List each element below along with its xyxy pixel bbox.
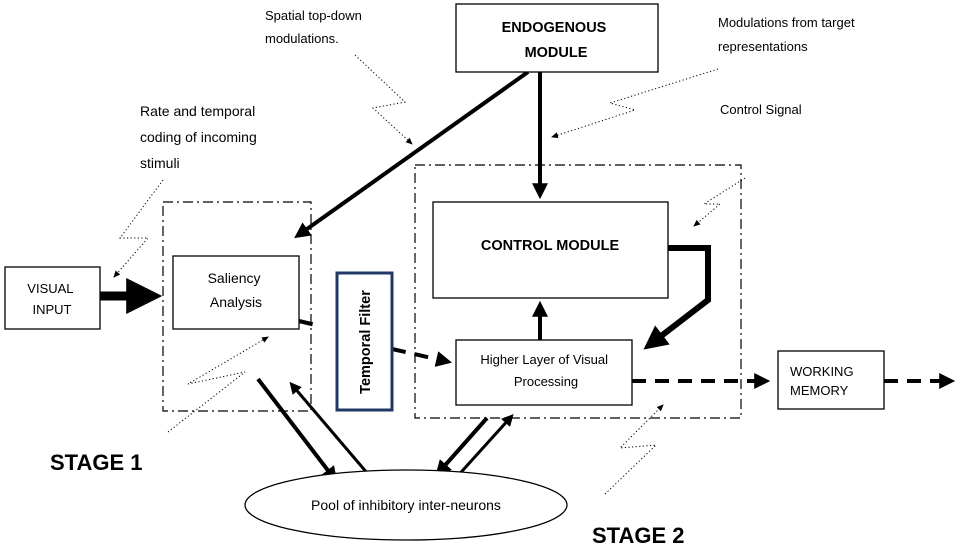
saliency-to-pool-arrow: [256, 377, 338, 483]
spatial-annotation: Spatial top-down modulations.: [265, 8, 365, 46]
inhibitory-pool-ellipse: [244, 469, 568, 541]
stage1-pointer: [167, 336, 269, 433]
saliency-analysis-box: [172, 255, 300, 330]
inhibitory-pool-label: Pool of inhibitory inter-neurons: [311, 497, 501, 513]
spatial-pointer: [354, 54, 413, 145]
filter-to-higher-arrow: [391, 347, 453, 367]
visual-input-label: VISUAL INPUT: [27, 281, 76, 317]
stage2-label: STAGE 2: [592, 523, 685, 548]
control-signal-pointer: [693, 177, 746, 227]
saliency-to-filter-line: [298, 319, 321, 328]
temporal-filter-box: [335, 271, 394, 412]
endogenous-to-saliency-arrow: [294, 70, 530, 239]
control-module-label: CONTROL MODULE: [481, 238, 620, 254]
rate-pointer: [113, 179, 164, 278]
control-feedback-arrow: [643, 245, 711, 350]
endogenous-module-label: ENDOGENOUS MODULE: [502, 20, 611, 61]
stage2-pointer: [604, 404, 664, 495]
higher-to-pool-arrow: [435, 416, 489, 477]
control-module-box: [432, 201, 669, 299]
rate-annotation: Rate and temporal coding of incoming sti…: [140, 103, 261, 171]
saliency-analysis-label: Saliency Analysis: [208, 270, 265, 310]
stage2-region: [414, 164, 742, 419]
endogenous-module-box: [455, 3, 659, 73]
pool-to-saliency-arrow: [289, 381, 370, 475]
target-pointer: [551, 68, 719, 138]
stage1-label: STAGE 1: [50, 450, 143, 475]
control-signal-annotation: Control Signal: [720, 102, 802, 117]
higher-layer-box: [455, 339, 633, 406]
pool-to-higher-arrow: [452, 413, 514, 482]
working-memory-box: [777, 350, 885, 410]
working-memory-label: WORKING MEMORY: [790, 364, 857, 398]
target-annotation: Modulations from target representations: [718, 15, 858, 54]
temporal-filter-label: Temporal Filter: [358, 290, 374, 394]
visual-input-box: [4, 266, 101, 330]
stage1-region: [162, 201, 312, 412]
higher-layer-label: Higher Layer of Visual Processing: [480, 352, 611, 389]
